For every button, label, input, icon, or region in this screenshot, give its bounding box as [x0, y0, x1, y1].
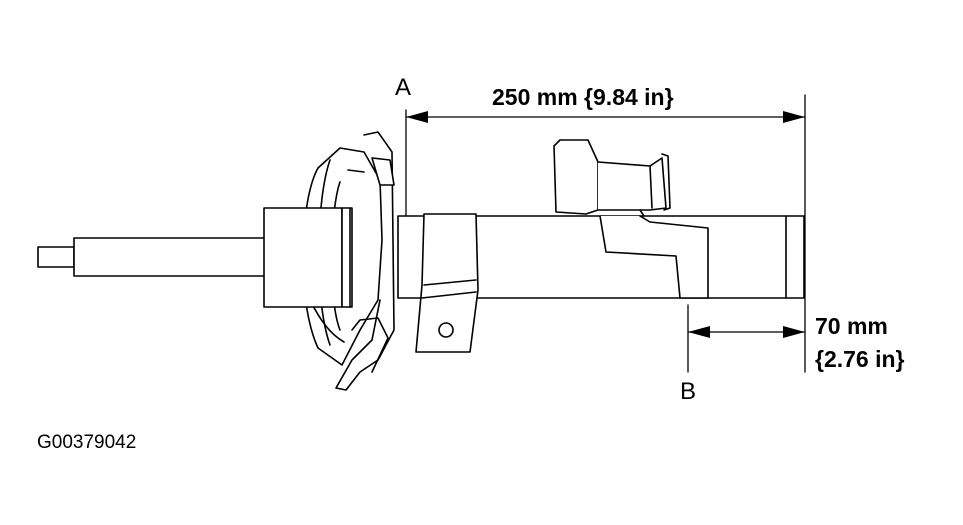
knuckle-bracket: [599, 215, 709, 299]
piston-rod: [37, 237, 267, 277]
stabilizer-bracket: [553, 139, 671, 217]
figure-id: G00379042: [37, 432, 137, 453]
lower-dimension-metric: 70 mm: [815, 313, 888, 339]
dimension-arrows: [406, 111, 805, 338]
point-a-label: A: [395, 74, 412, 101]
lower-dimension-imperial: {2.76 in}: [815, 346, 905, 372]
overall-dimension-label: 250 mm {9.84 in}: [492, 84, 674, 110]
spring-seat-bracket: [415, 213, 479, 353]
rod-housing: [263, 207, 353, 308]
point-b-label: B: [680, 378, 697, 405]
